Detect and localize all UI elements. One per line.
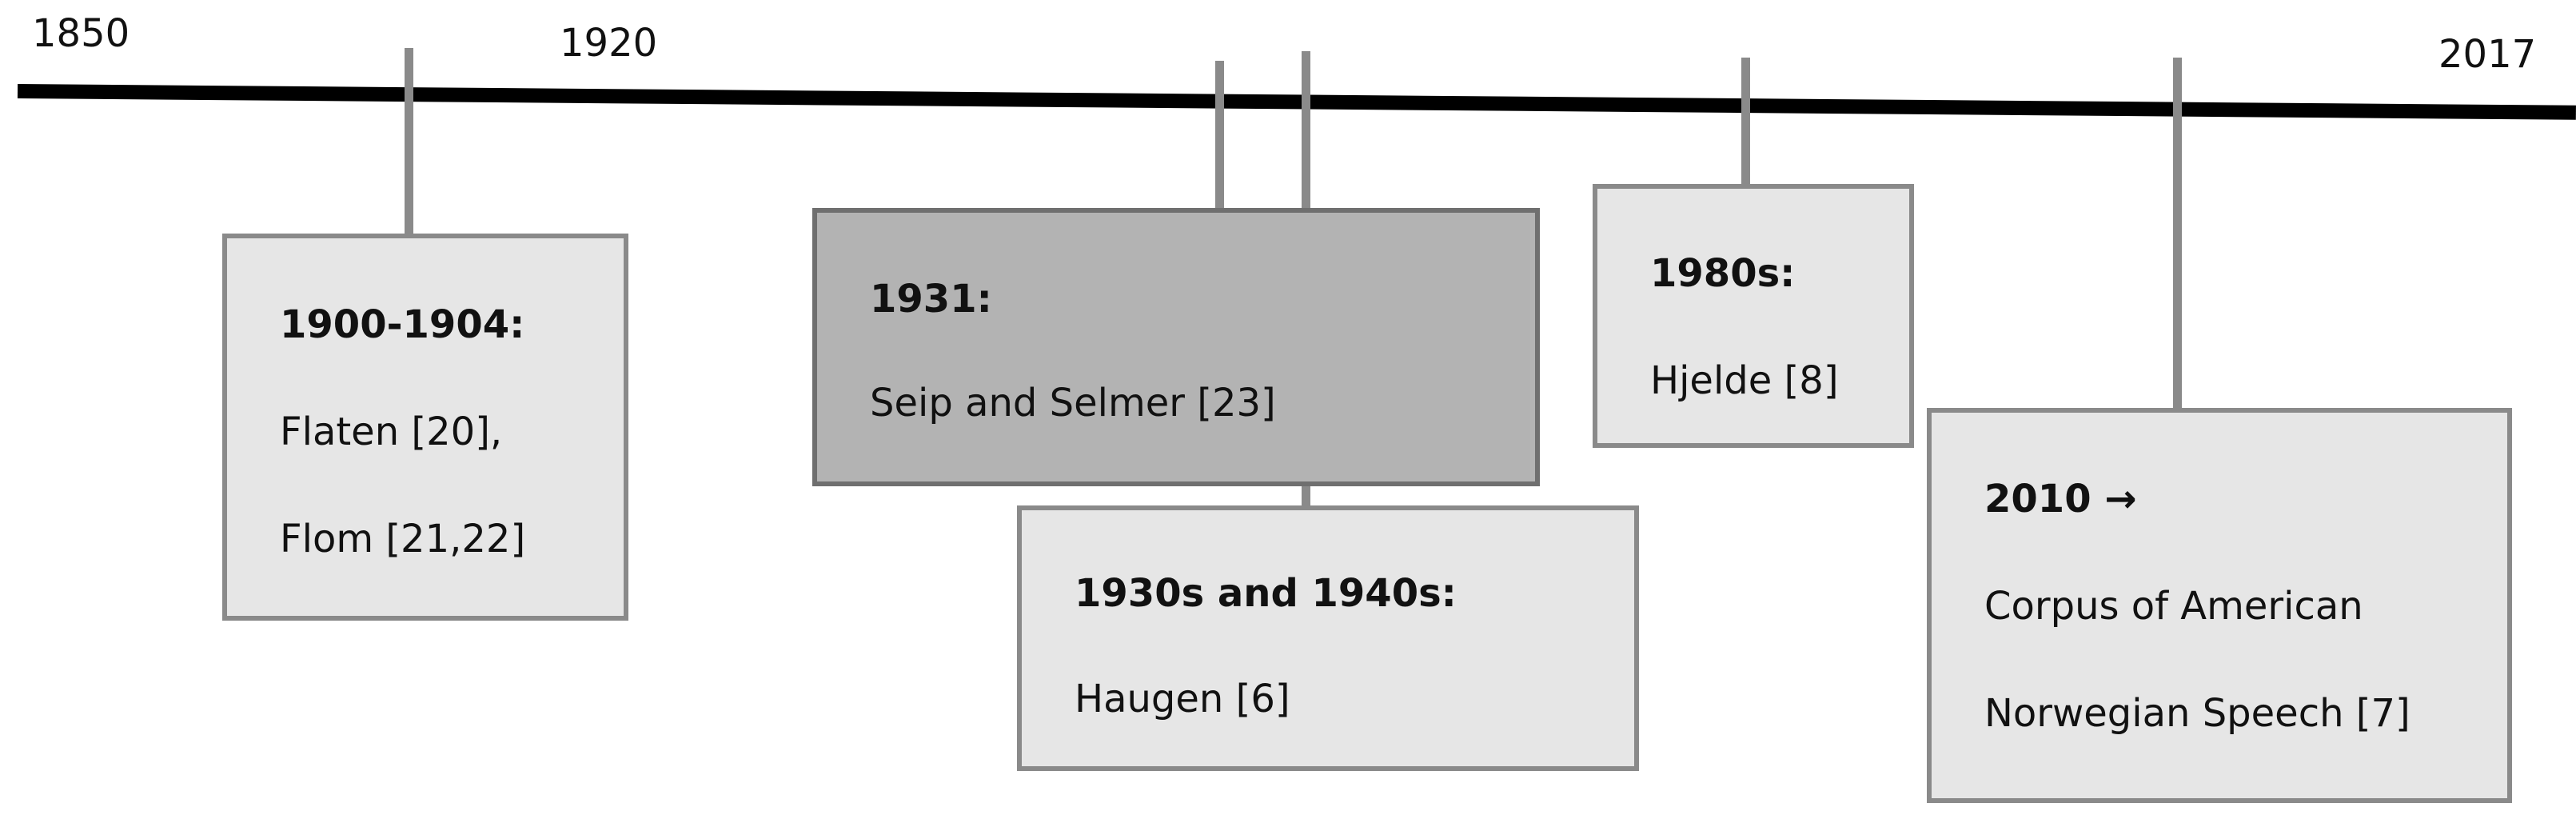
event-card-1930s-1940s: 1930s and 1940s: Haugen [6] (1017, 505, 1639, 771)
event-text-line: Norwegian Speech [7] (1984, 691, 2411, 736)
event-title: 1930s and 1940s: (1075, 571, 1457, 616)
event-card-2010: 2010 → Corpus of American Norwegian Spee… (1927, 408, 2512, 803)
event-title: 1900-1904: (280, 302, 525, 347)
event-card-1980s: 1980s: Hjelde [8] (1593, 184, 1914, 448)
event-card-1900-1904: 1900-1904: Flaten [20], Flom [21,22] (222, 234, 628, 621)
event-title: 2010 → (1984, 477, 2137, 521)
connector-1900 (405, 48, 413, 234)
event-title: 1931: (870, 277, 992, 322)
axis-label-end: 2017 (2438, 32, 2537, 77)
connector-1980s (1741, 58, 1750, 186)
connector-2010 (2173, 58, 2182, 410)
connector-1931 (1215, 61, 1224, 210)
timeline-axis (17, 84, 2576, 120)
event-text-line: Flom [21,22] (280, 517, 526, 561)
event-text-line: Haugen [6] (1075, 677, 1290, 721)
axis-label-start: 1850 (32, 11, 130, 56)
event-title: 1980s: (1650, 251, 1796, 296)
event-text-line: Seip and Selmer [23] (870, 381, 1276, 425)
axis-label-middle: 1920 (560, 21, 658, 66)
event-text-line: Corpus of American (1984, 584, 2363, 629)
event-card-1931: 1931: Seip and Selmer [23] (812, 208, 1540, 486)
event-text-line: Hjelde [8] (1650, 358, 1839, 403)
event-text-line: Flaten [20], (280, 410, 503, 454)
